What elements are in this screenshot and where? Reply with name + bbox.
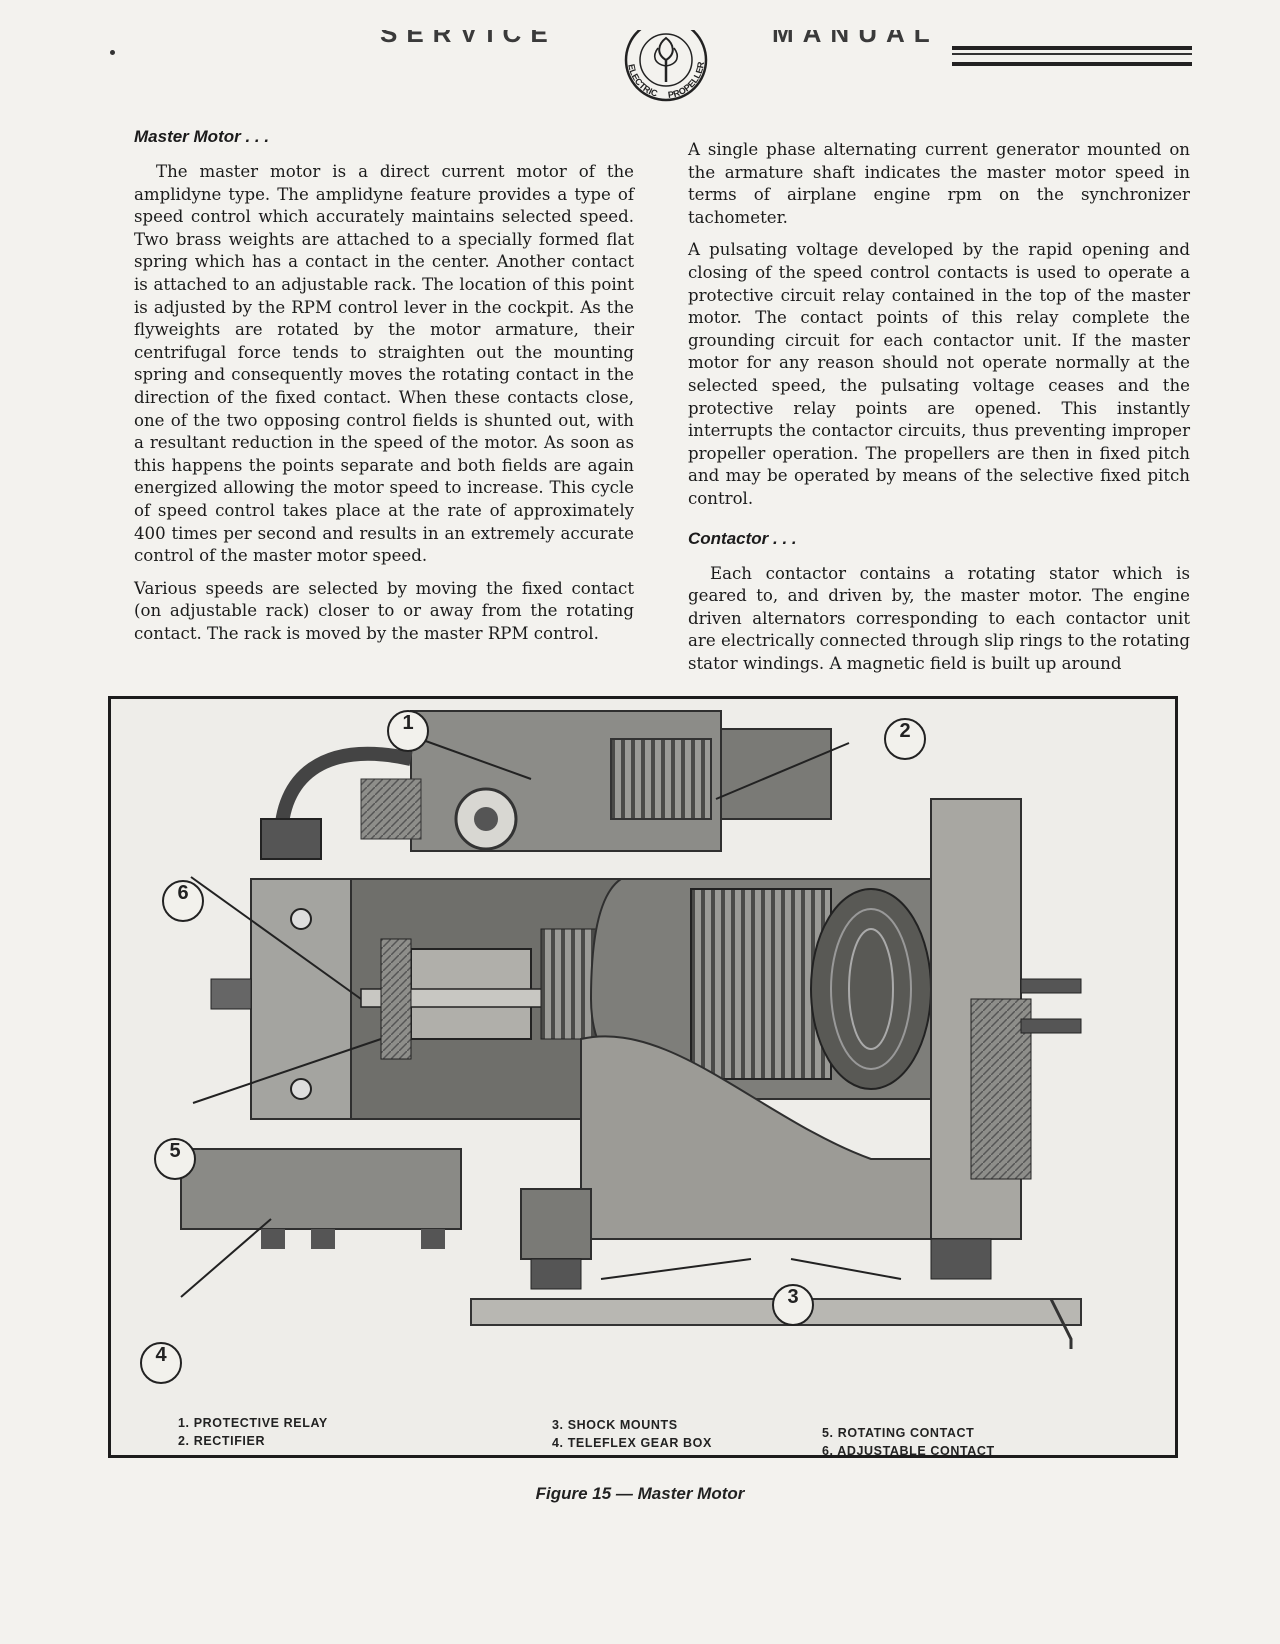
master-motor-paragraph-3: A single phase alternating current gener…	[688, 140, 1190, 227]
left-column: Master Motor . . . The master motor is a…	[134, 127, 634, 655]
margin-dot	[110, 50, 115, 55]
header-left-word-box: SERVICE	[380, 30, 570, 54]
callout-3: 3	[772, 1284, 814, 1326]
callout-1: 1	[387, 710, 429, 752]
header-left-word: SERVICE	[380, 30, 557, 48]
legend-item-2: 2. RECTIFIER	[178, 1434, 266, 1448]
header-right-word-box: MANUAL	[772, 30, 932, 54]
legend-item-4: 4. TELEFLEX GEAR BOX	[552, 1436, 712, 1450]
master-motor-paragraph-4: A pulsating voltage developed by the rap…	[688, 240, 1190, 508]
legend-column-3: 5. ROTATING CONTACT 6. ADJUSTABLE CONTAC…	[822, 1424, 995, 1460]
legend-item-1: 1. PROTECTIVE RELAY	[178, 1416, 328, 1430]
header-right-word: MANUAL	[772, 30, 932, 48]
callout-2: 2	[884, 718, 926, 760]
legend-item-6: 6. ADJUSTABLE CONTACT	[822, 1444, 995, 1458]
callout-4: 4	[140, 1342, 182, 1384]
figure-caption: Figure 15 — Master Motor	[535, 1484, 745, 1503]
master-motor-paragraph-2: Various speeds are selected by moving th…	[134, 578, 634, 643]
electric-propeller-logo: ELECTRIC PROPELLER	[624, 30, 708, 102]
contactor-paragraph-1: Each contactor contains a rotating stato…	[688, 563, 1190, 673]
callout-5: 5	[154, 1138, 196, 1180]
callout-6: 6	[162, 880, 204, 922]
right-column: A single phase alternating current gener…	[688, 139, 1190, 685]
legend-item-3: 3. SHOCK MOUNTS	[552, 1418, 678, 1432]
master-motor-paragraph-1: The master motor is a direct current mot…	[134, 162, 634, 566]
contactor-heading: Contactor . . .	[688, 528, 797, 548]
master-motor-illustration	[180, 710, 1082, 1349]
header-rule	[952, 46, 1192, 66]
legend-item-5: 5. ROTATING CONTACT	[822, 1426, 975, 1440]
legend-column-1: 1. PROTECTIVE RELAY 2. RECTIFIER	[178, 1414, 328, 1450]
legend-column-2: 3. SHOCK MOUNTS 4. TELEFLEX GEAR BOX	[552, 1416, 712, 1452]
figure-frame	[108, 696, 1178, 1458]
master-motor-heading: Master Motor . . .	[134, 127, 270, 146]
